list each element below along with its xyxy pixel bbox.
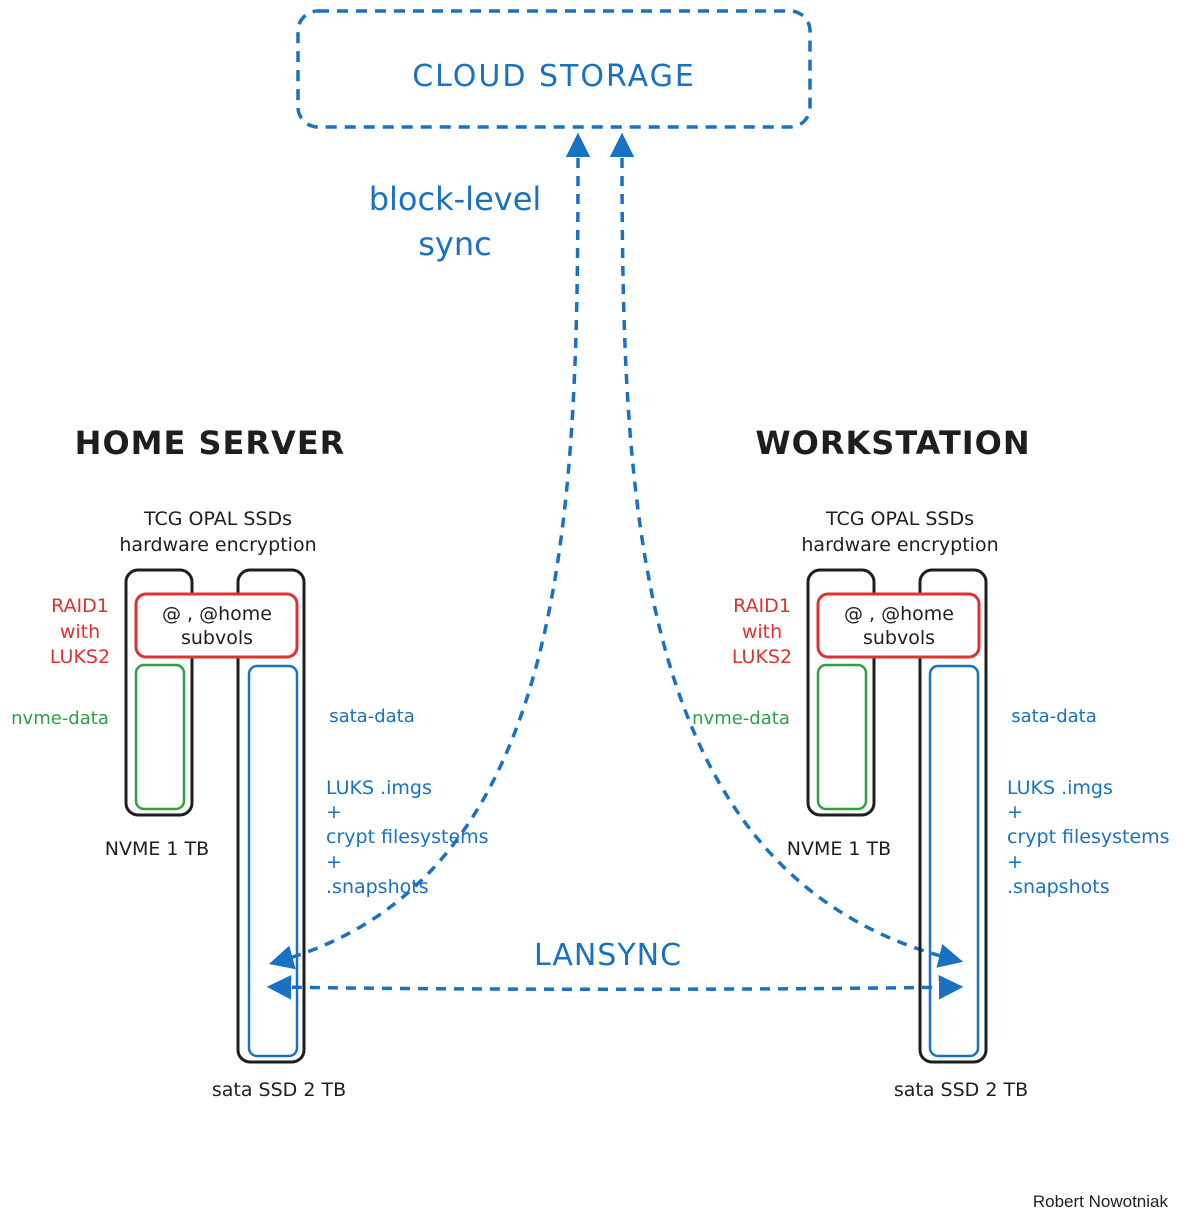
- subvols-line1: @ , @home: [844, 603, 954, 625]
- cloud-storage-label: CLOUD STORAGE: [412, 59, 696, 94]
- sata-note-5: .snapshots: [326, 876, 429, 898]
- host-title: HOME SERVER: [75, 424, 346, 462]
- raid-label-line1: RAID1: [733, 595, 791, 617]
- raid-label-line3: LUKS2: [732, 646, 792, 668]
- sata-data-label: sata-data: [329, 706, 415, 727]
- host-title: WORKSTATION: [755, 424, 1030, 462]
- sata-note-5: .snapshots: [1007, 876, 1110, 898]
- subvols-line2: subvols: [181, 627, 253, 649]
- cloud-storage-box: [296, 9, 812, 129]
- opal-label-line1: TCG OPAL SSDs: [143, 508, 292, 530]
- sata-note-4: +: [1007, 851, 1023, 873]
- block-level-sync-label-line1: block-level: [369, 180, 542, 218]
- sata-note-3: crypt filesystems: [326, 826, 489, 848]
- sata-drive-label: sata SSD 2 TB: [894, 1079, 1028, 1101]
- sata-drive-label: sata SSD 2 TB: [212, 1079, 346, 1101]
- nvme-drive-label: NVME 1 TB: [787, 838, 891, 860]
- subvols-line1: @ , @home: [162, 603, 272, 625]
- cloud-storage-node: CLOUD STORAGE: [296, 9, 812, 129]
- raid-label-line1: RAID1: [51, 595, 109, 617]
- nvme-data-partition: [134, 663, 186, 811]
- raid1-subvols-box: [134, 592, 299, 659]
- nvme-data-label: nvme-data: [692, 708, 790, 729]
- nvme-drive: [124, 568, 194, 817]
- nvme-drive: [806, 568, 876, 817]
- sata-data-partition: [247, 664, 299, 1058]
- raid-label-line3: LUKS2: [50, 646, 110, 668]
- nvme-data-partition: [816, 663, 868, 811]
- sata-drive: [236, 568, 306, 1064]
- lansync-label: LANSYNC: [534, 938, 682, 973]
- sata-note-1: LUKS .imgs: [326, 777, 432, 799]
- sata-note-2: +: [326, 801, 342, 823]
- subvols-line2: subvols: [863, 627, 935, 649]
- raid1-subvols-box: [816, 592, 981, 659]
- sata-note-1: LUKS .imgs: [1007, 777, 1113, 799]
- lansync-arrow: [266, 975, 964, 1000]
- sata-note-3: crypt filesystems: [1007, 826, 1170, 848]
- host-workstation: WORKSTATION TCG OPAL SSDs hardware encry…: [692, 424, 1169, 1101]
- block-level-sync-label-line2: sync: [418, 225, 491, 263]
- opal-label-line1: TCG OPAL SSDs: [825, 508, 974, 530]
- raid-label-line2: with: [742, 621, 782, 643]
- nvme-drive-label: NVME 1 TB: [105, 838, 209, 860]
- host-home-server: HOME SERVER TCG OPAL SSDs hardware encry…: [11, 424, 488, 1101]
- opal-label-line2: hardware encryption: [801, 534, 998, 556]
- sata-note-2: +: [1007, 801, 1023, 823]
- sata-drive: [918, 568, 988, 1064]
- cloud-sync-arrow-home-server: [268, 132, 591, 970]
- sata-data-label: sata-data: [1011, 706, 1097, 727]
- sata-data-partition: [928, 664, 980, 1058]
- sata-note-4: +: [326, 851, 342, 873]
- opal-label-line2: hardware encryption: [119, 534, 316, 556]
- raid-label-line2: with: [60, 621, 100, 643]
- nvme-data-label: nvme-data: [11, 708, 109, 729]
- author-credit: Robert Nowotniak: [1033, 1192, 1169, 1211]
